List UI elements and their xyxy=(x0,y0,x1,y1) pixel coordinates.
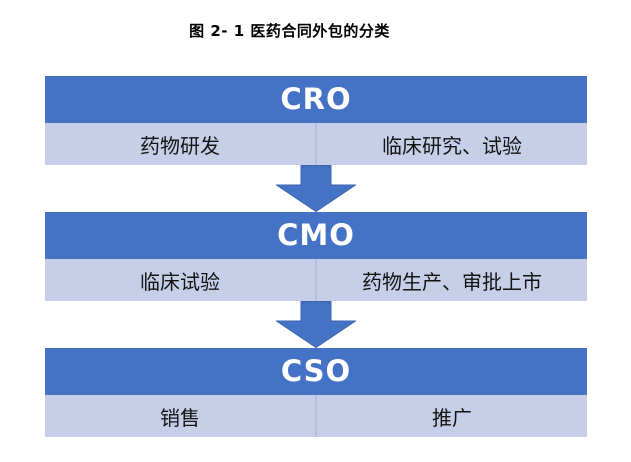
down-arrow-icon xyxy=(45,165,587,212)
block-cso-header: CSO xyxy=(45,348,587,395)
block-cell: 临床试验 xyxy=(140,269,220,294)
block-cell: 推广 xyxy=(315,395,587,437)
block-cmo-row: 临床试验 药物生产、审批上市 xyxy=(45,259,587,301)
block-cro: CRO 药物研发 临床研究、试验 xyxy=(45,76,587,165)
block-cmo: CMO 临床试验 药物生产、审批上市 xyxy=(45,212,587,301)
diagram-stack: CRO 药物研发 临床研究、试验 CMO 临床试验 药物生产、审批上市 xyxy=(45,76,587,437)
block-cell: 药物生产、审批上市 xyxy=(315,259,587,301)
block-cso-row: 销售 推广 xyxy=(45,395,587,437)
block-cell: 临床研究、试验 xyxy=(315,123,587,165)
down-arrow-icon xyxy=(45,301,587,348)
block-cro-header: CRO xyxy=(45,76,587,123)
block-cso: CSO 销售 推广 xyxy=(45,348,587,437)
block-cmo-header: CMO xyxy=(45,212,587,259)
block-cell: 药物研发 xyxy=(140,133,220,158)
block-cro-row: 药物研发 临床研究、试验 xyxy=(45,123,587,165)
figure-title: 图 2- 1 医药合同外包的分类 xyxy=(189,22,390,40)
block-cell: 销售 xyxy=(160,405,200,430)
